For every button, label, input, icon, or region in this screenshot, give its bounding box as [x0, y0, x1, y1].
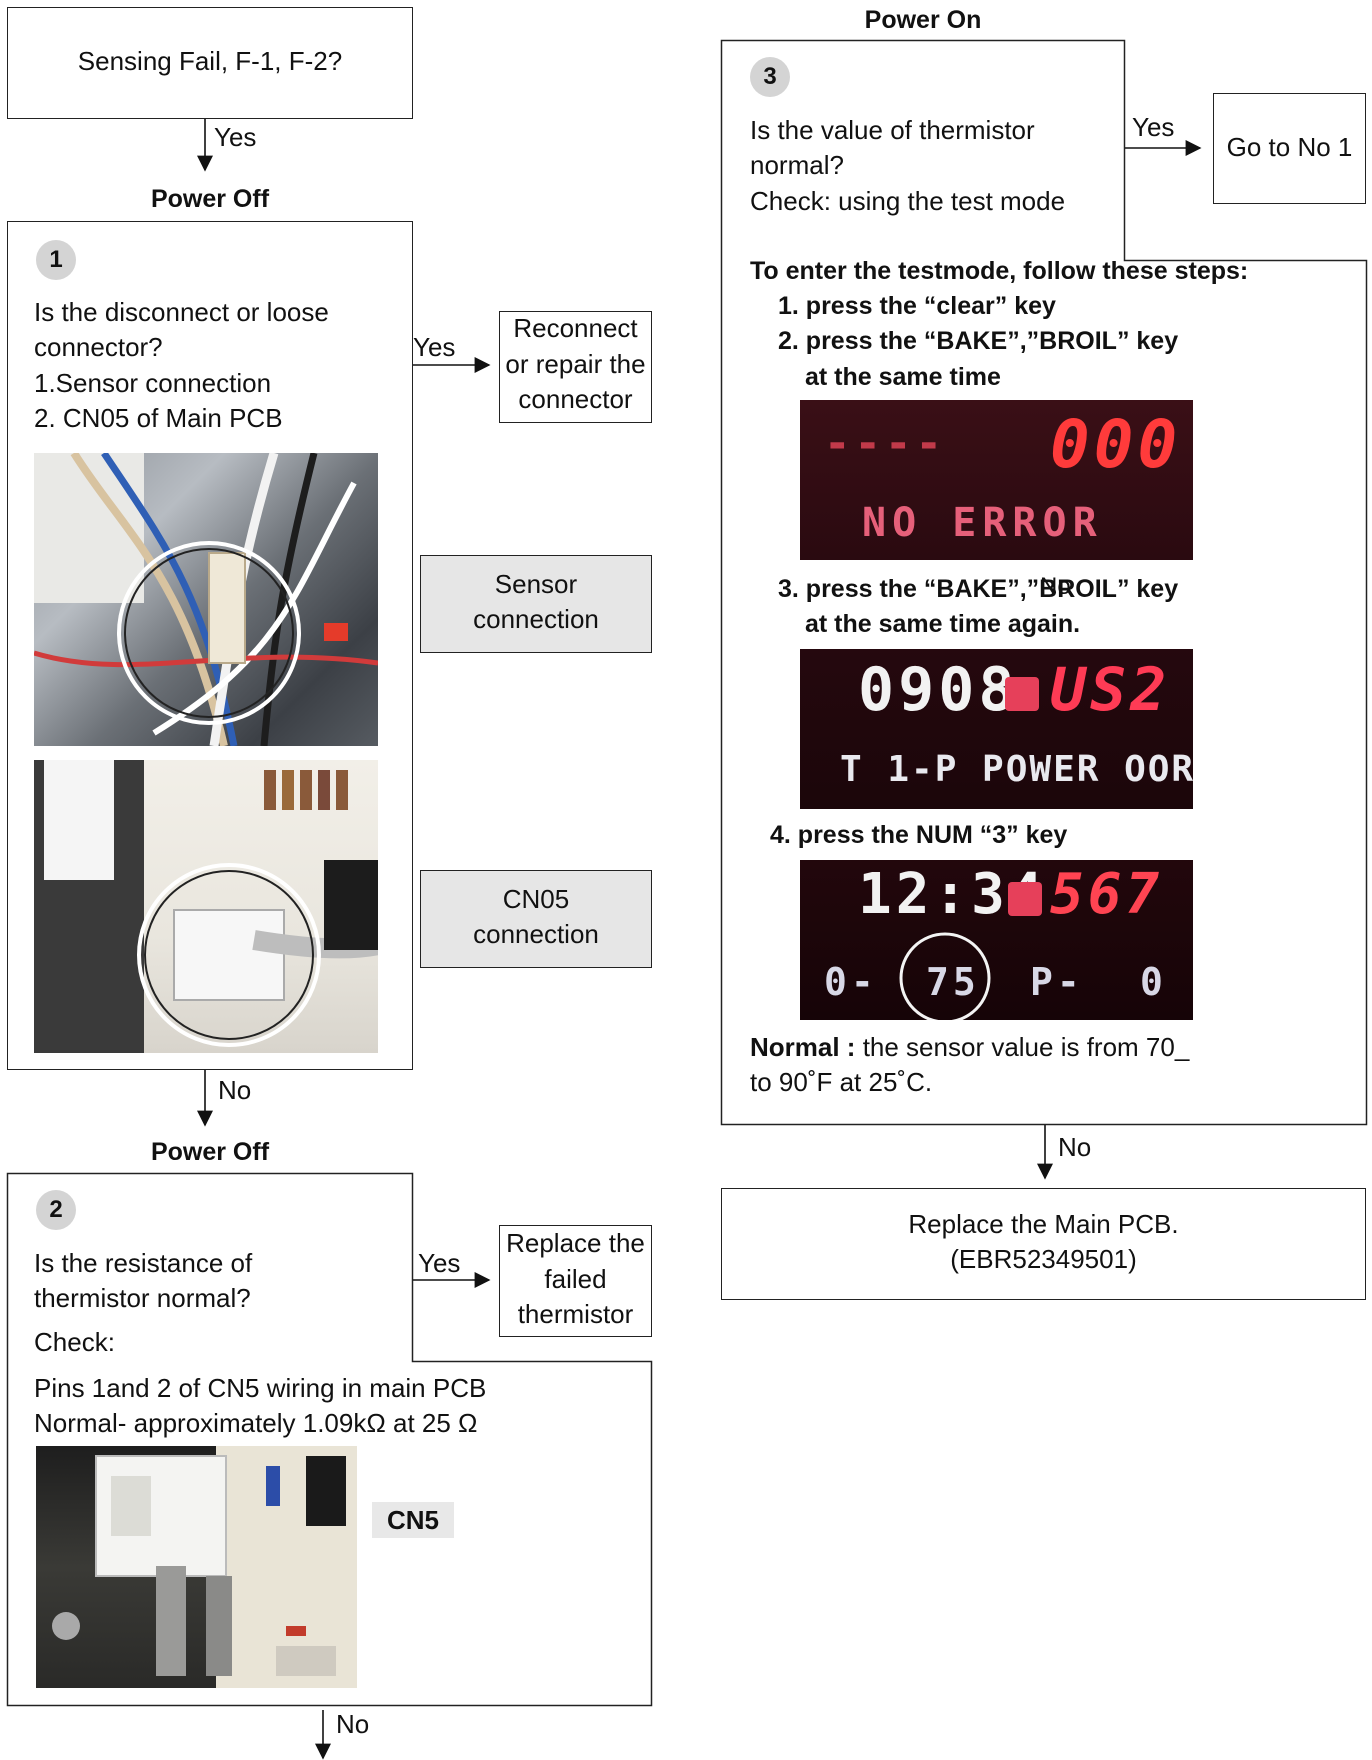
reconnect-action-line-2: or repair the — [499, 347, 652, 381]
step1-no-label: No — [218, 1073, 251, 1107]
normal-range-line-1: Normal : the sensor value is from 70_ — [750, 1030, 1189, 1064]
step3-line-3: Check: using the test mode — [750, 184, 1065, 218]
display2-gear-icon — [1005, 677, 1039, 711]
normal-label: Normal : — [750, 1032, 855, 1062]
normal-range-text: the sensor value is from 70_ — [855, 1032, 1189, 1062]
sensor-callout-line-2: connection — [420, 602, 652, 636]
display-no-error: ---- 000 NO ERROR — [800, 400, 1193, 560]
reconnect-action-line-3: connector — [499, 382, 652, 416]
step2-line-3: Check: — [34, 1325, 115, 1359]
sensor-connection-photo — [34, 453, 378, 746]
normal-range-line-2: to 90˚F at 25˚C. — [750, 1065, 932, 1099]
replace-thermistor-line-2: failed — [499, 1262, 652, 1296]
display-test-mode: 0908 US2 T 1-P POWER OOR — [800, 649, 1193, 809]
step1-line-1: Is the disconnect or loose — [34, 295, 329, 329]
testmode-step-3b: at the same time again. — [805, 607, 1080, 641]
display1-top-right: 000 — [1050, 406, 1181, 483]
step3-no-label: No — [1058, 1130, 1091, 1164]
start-question-text: Sensing Fail, F-1, F-2? — [7, 44, 413, 78]
cn5-label: CN5 — [372, 1502, 454, 1538]
cn05-connection-photo — [34, 760, 378, 1053]
step1-yes-label: Yes — [413, 330, 455, 364]
replace-main-pcb-line-2: (EBR52349501) — [721, 1242, 1366, 1276]
step3-number-badge: 3 — [750, 57, 790, 97]
display-sensor-value: 12:34 567 0- 75 P- 0 — [800, 860, 1193, 1020]
step2-line-2: thermistor normal? — [34, 1281, 251, 1315]
testmode-intro: To enter the testmode, follow these step… — [750, 254, 1248, 288]
step1-line-2: connector? — [34, 330, 163, 364]
step2-header: Power Off — [7, 1135, 413, 1169]
step3-yes-label: Yes — [1132, 110, 1174, 144]
start-yes-label: Yes — [214, 120, 256, 154]
step3-line-2: normal? — [750, 148, 844, 182]
display1-top-left: ---- — [824, 418, 946, 469]
display2-top-right: US2 — [1050, 655, 1170, 725]
go-to-no1-text: Go to No 1 — [1213, 130, 1366, 164]
step3-line-1: Is the value of thermistor — [750, 113, 1035, 147]
step3-inner-no-label: No — [1040, 570, 1071, 604]
testmode-step-1: 1. press the “clear” key — [778, 289, 1056, 323]
step1-number-badge: 1 — [36, 240, 76, 280]
testmode-step-2a: 2. press the “BAKE”,”BROIL” key — [778, 324, 1178, 358]
display2-top-left: 0908 — [858, 655, 1019, 725]
step2-number-badge: 2 — [36, 1190, 76, 1230]
step1-header: Power Off — [7, 182, 413, 216]
sensor-callout-line-1: Sensor — [420, 567, 652, 601]
step1-line-3: 1.Sensor connection — [34, 366, 271, 400]
step1-line-4: 2. CN05 of Main PCB — [34, 401, 283, 435]
cn05-callout-line-2: connection — [420, 917, 652, 951]
step2-line-1: Is the resistance of — [34, 1246, 252, 1280]
reconnect-action-line-1: Reconnect — [499, 311, 652, 345]
step2-no-label: No — [336, 1707, 369, 1741]
display1-bottom: NO ERROR — [862, 500, 1103, 546]
step2-yes-label: Yes — [418, 1246, 460, 1280]
testmode-step-3a: 3. press the “BAKE”,”BROIL” key — [778, 572, 1178, 606]
testmode-step-2b: at the same time — [805, 360, 1001, 394]
cn5-board-photo — [36, 1446, 357, 1688]
display3-highlight-circle — [800, 860, 1193, 1020]
replace-thermistor-line-1: Replace the — [499, 1226, 652, 1260]
display2-bottom: T 1-P POWER OOR — [840, 749, 1193, 790]
cn05-callout-line-1: CN05 — [420, 882, 652, 916]
replace-thermistor-line-3: thermistor — [499, 1297, 652, 1331]
step2-detail-2: Normal- approximately 1.09kΩ at 25 Ω — [34, 1406, 478, 1440]
testmode-step-4: 4. press the NUM “3” key — [770, 818, 1067, 852]
replace-main-pcb-line-1: Replace the Main PCB. — [721, 1207, 1366, 1241]
step2-detail-1: Pins 1and 2 of CN5 wiring in main PCB — [34, 1371, 486, 1405]
